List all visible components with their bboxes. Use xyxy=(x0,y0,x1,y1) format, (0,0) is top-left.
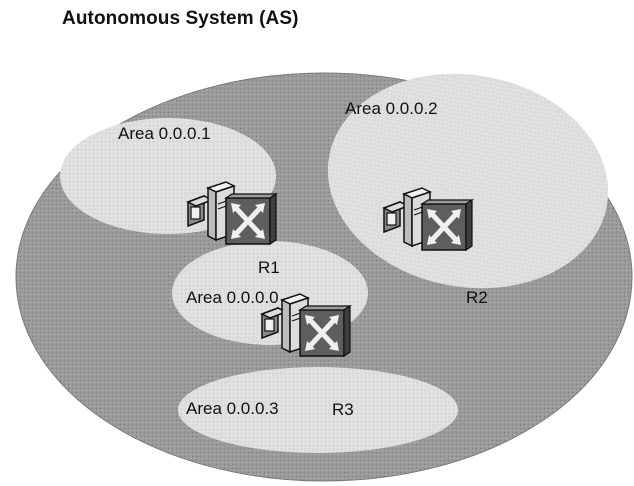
area-label-0003: Area 0.0.0.3 xyxy=(186,399,279,418)
area-0003-region xyxy=(178,367,458,453)
area-label-0002: Area 0.0.0.2 xyxy=(345,99,438,118)
area-label-0000: Area 0.0.0.0 xyxy=(186,288,279,307)
router-label-r3: R3 xyxy=(332,400,354,419)
router-label-r2: R2 xyxy=(466,288,488,307)
area-label-0001: Area 0.0.0.1 xyxy=(118,124,211,143)
area-0002-region xyxy=(327,73,609,289)
diagram-title: Autonomous System (AS) xyxy=(62,8,299,29)
router-label-r1: R1 xyxy=(258,258,280,277)
